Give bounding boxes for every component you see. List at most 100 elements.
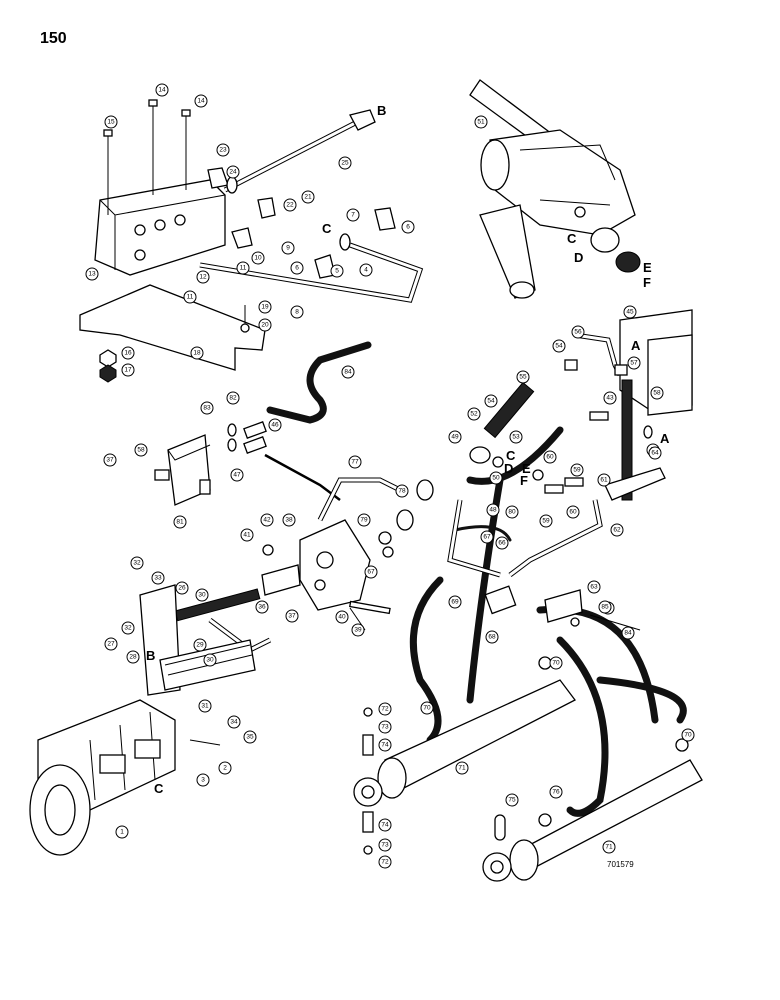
callout-6a: 6 xyxy=(401,220,415,234)
callout-34: 34 xyxy=(227,715,241,729)
svg-text:37: 37 xyxy=(106,457,114,464)
svg-text:30: 30 xyxy=(198,592,206,599)
callout-30a: 30 xyxy=(195,588,209,602)
svg-text:46: 46 xyxy=(271,422,279,429)
svg-text:21: 21 xyxy=(304,194,312,201)
callout-47: 47 xyxy=(230,468,244,482)
callout-14b: 14 xyxy=(194,94,208,108)
svg-text:59: 59 xyxy=(542,518,550,525)
svg-text:58: 58 xyxy=(137,447,145,454)
letter-F-gear: F xyxy=(643,275,651,290)
callout-77: 77 xyxy=(348,455,362,469)
svg-text:23: 23 xyxy=(219,147,227,154)
callout-20: 20 xyxy=(258,318,272,332)
callout-69: 69 xyxy=(448,595,462,609)
callout-11a: 11 xyxy=(236,261,250,275)
svg-text:6: 6 xyxy=(406,224,410,231)
svg-text:83: 83 xyxy=(203,405,211,412)
svg-text:72: 72 xyxy=(381,859,389,866)
callout-60b: 60 xyxy=(566,505,580,519)
callout-45: 45 xyxy=(623,305,637,319)
svg-text:64: 64 xyxy=(651,450,659,457)
svg-text:48: 48 xyxy=(489,507,497,514)
svg-text:6: 6 xyxy=(295,265,299,272)
callout-58b: 58 xyxy=(134,443,148,457)
svg-text:25: 25 xyxy=(341,160,349,167)
svg-text:2: 2 xyxy=(223,765,227,772)
callout-84b: 84 xyxy=(621,626,635,640)
svg-text:11: 11 xyxy=(240,265,247,272)
svg-text:68: 68 xyxy=(488,634,496,641)
letter-B-top: B xyxy=(377,103,386,118)
callout-4: 4 xyxy=(359,263,373,277)
svg-text:58: 58 xyxy=(653,390,661,397)
callout-3: 3 xyxy=(196,773,210,787)
callout-85: 85 xyxy=(598,600,612,614)
svg-text:71: 71 xyxy=(605,844,613,851)
callout-72b: 72 xyxy=(378,855,392,869)
svg-text:43: 43 xyxy=(606,395,614,402)
frame-bracket xyxy=(604,309,693,501)
callout-19: 19 xyxy=(258,300,272,314)
callout-31: 31 xyxy=(198,699,212,713)
svg-text:54: 54 xyxy=(487,398,495,405)
svg-text:63: 63 xyxy=(590,584,598,591)
callout-36: 36 xyxy=(255,600,269,614)
callout-71b: 71 xyxy=(602,840,616,854)
letter-C-gear: C xyxy=(567,231,577,246)
callout-51: 51 xyxy=(474,115,488,129)
flow-divider xyxy=(174,519,391,622)
svg-text:54: 54 xyxy=(555,343,563,350)
svg-text:52: 52 xyxy=(470,411,478,418)
callout-17: 17 xyxy=(121,363,135,377)
svg-text:30: 30 xyxy=(206,657,214,664)
svg-text:51: 51 xyxy=(477,119,485,126)
svg-text:71: 71 xyxy=(458,765,466,772)
steering-cylinders xyxy=(353,679,703,882)
svg-text:75: 75 xyxy=(508,797,516,804)
callout-72c: 32 xyxy=(121,621,135,635)
callout-59a: 59 xyxy=(570,463,584,477)
callout-43: 43 xyxy=(603,391,617,405)
callout-22: 22 xyxy=(283,198,297,212)
svg-text:14: 14 xyxy=(197,98,205,105)
svg-text:74: 74 xyxy=(381,742,389,749)
svg-text:10: 10 xyxy=(254,255,262,262)
callout-74a: 74 xyxy=(378,738,392,752)
svg-text:61: 61 xyxy=(600,477,608,484)
letter-D-gear: D xyxy=(574,250,583,265)
svg-text:62: 62 xyxy=(613,527,621,534)
callout-46: 46 xyxy=(268,418,282,432)
callout-18: 18 xyxy=(190,346,204,360)
svg-text:84: 84 xyxy=(624,630,632,637)
callout-37: 37 xyxy=(285,609,299,623)
callout-32: 32 xyxy=(130,556,144,570)
svg-text:15: 15 xyxy=(107,119,115,126)
letter-A-right: A xyxy=(660,431,670,446)
control-valve-assembly xyxy=(79,99,424,383)
svg-text:73: 73 xyxy=(381,724,389,731)
callout-79: 79 xyxy=(357,513,371,527)
callout-29: 29 xyxy=(193,638,207,652)
figure-code: 701579 xyxy=(607,860,634,869)
callout-74b: 74 xyxy=(378,818,392,832)
svg-text:11: 11 xyxy=(187,294,194,301)
callout-37b: 37 xyxy=(103,453,117,467)
callout-6b: 6 xyxy=(290,261,304,275)
svg-text:24: 24 xyxy=(229,169,237,176)
callout-67a: 67 xyxy=(480,530,494,544)
svg-text:80: 80 xyxy=(508,509,516,516)
callout-labels: 1 2 3 4 5 6 6 7 8 9 10 11 11 12 13 14 14… xyxy=(85,83,695,869)
callout-23: 23 xyxy=(216,143,230,157)
svg-text:67: 67 xyxy=(367,569,375,576)
callout-16: 16 xyxy=(121,346,135,360)
callout-54a: 54 xyxy=(552,339,566,353)
callout-73b: 73 xyxy=(378,838,392,852)
svg-text:29: 29 xyxy=(196,642,204,649)
callout-12: 12 xyxy=(196,270,210,284)
callout-59b: 59 xyxy=(539,514,553,528)
callout-42: 42 xyxy=(260,513,274,527)
letter-F-mid: F xyxy=(520,473,528,488)
callout-60a: 60 xyxy=(543,450,557,464)
